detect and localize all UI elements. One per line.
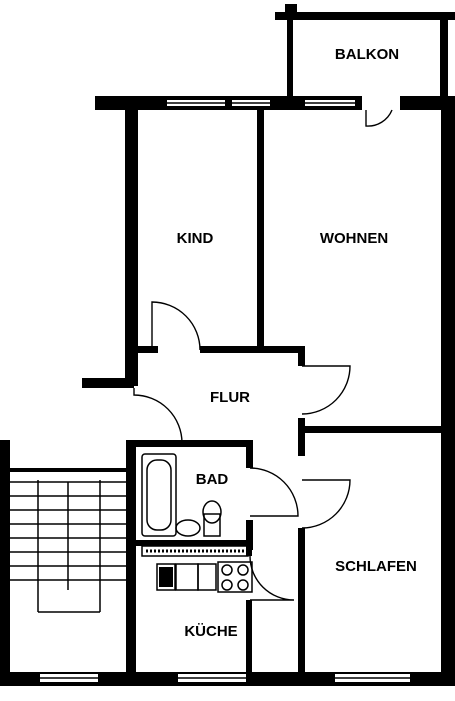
balcony [275,4,455,97]
room-label-schlafen: SCHLAFEN [335,558,417,575]
stove [217,561,253,593]
interior-walls [126,110,448,680]
toilet [202,500,222,537]
room-label-balkon: BALKON [335,46,399,63]
room-label-kueche: KÜCHE [184,623,237,640]
staircase [10,468,126,613]
outer-walls [0,96,455,686]
windows-bottom [40,674,410,682]
doors [133,301,351,601]
windows-top [167,100,355,106]
room-label-flur: FLUR [210,389,250,406]
balcony-door [362,96,400,127]
kitchen-units [156,563,217,591]
bathtub [141,453,177,537]
room-label-kind: KIND [177,230,214,247]
room-label-wohnen: WOHNEN [320,230,388,247]
kitchen-counter [141,545,249,557]
sink [175,519,201,537]
room-label-bad: BAD [196,471,229,488]
